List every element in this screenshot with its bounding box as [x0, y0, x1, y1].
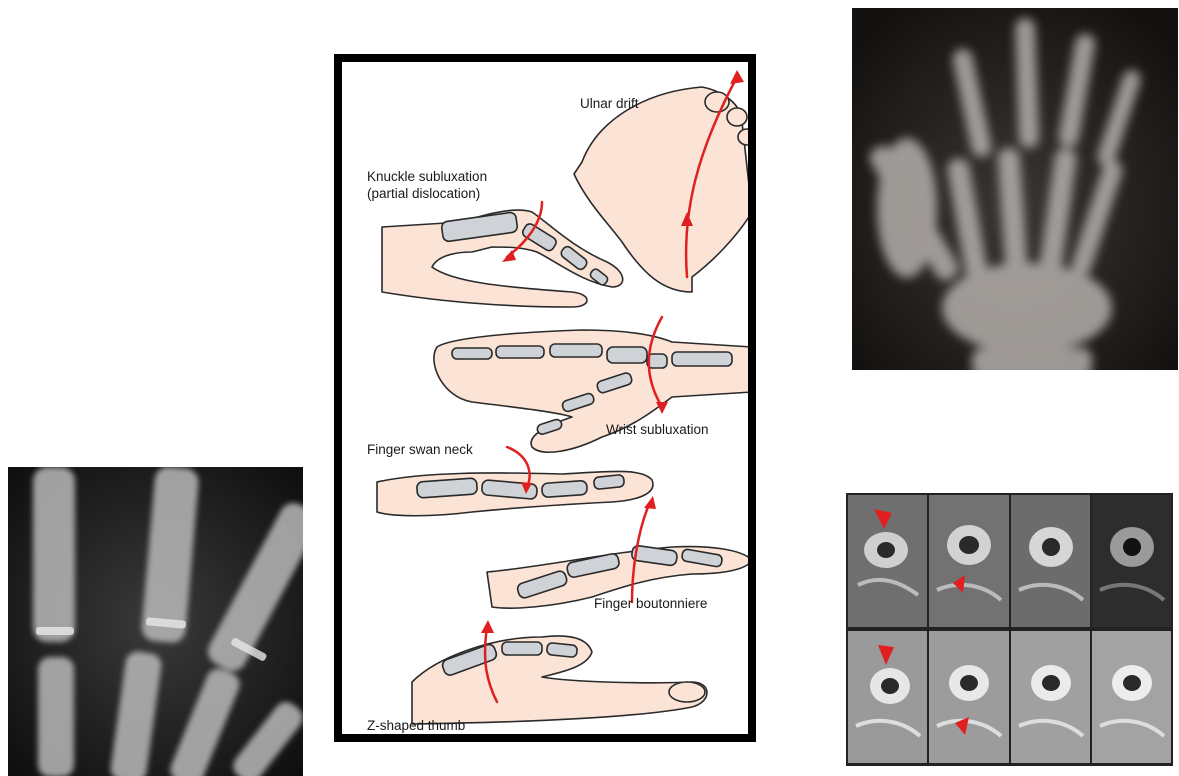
wrist-mri-slice-icon: [848, 495, 927, 627]
hand-xray-deformed-icon: [852, 8, 1178, 370]
wrist-mri-slice-icon: [929, 495, 1008, 627]
knuckle-subluxation-hand-icon: [382, 202, 623, 307]
mri-slice: [1092, 631, 1171, 765]
wrist-mri-slice-icon: [848, 631, 927, 763]
label-finger-swan-neck: Finger swan neck: [367, 442, 473, 457]
wrist-mri-slice-icon: [1011, 631, 1090, 763]
wrist-mri-slice-icon: [1011, 495, 1090, 627]
wrist-mri-slice-icon: [1092, 495, 1171, 627]
boutonniere-finger-icon: [487, 496, 748, 608]
label-knuckle-subluxation: Knuckle subluxation: [367, 169, 487, 184]
wrist-mri-slice-icon: [1092, 631, 1171, 763]
mri-slice: [848, 631, 927, 765]
mri-image-grid: [846, 493, 1173, 766]
mri-slice: [848, 495, 927, 629]
mri-slice: [1011, 631, 1090, 765]
z-shaped-thumb-icon: [412, 620, 707, 724]
left-xray-image: [8, 467, 303, 776]
mri-slice: [1011, 495, 1090, 629]
mri-slice: [929, 495, 1008, 629]
mri-slice: [929, 631, 1008, 765]
label-ulnar-drift: Ulnar drift: [580, 96, 639, 111]
label-z-shaped-thumb: Z-shaped thumb: [367, 718, 465, 733]
wrist-mri-slice-icon: [929, 631, 1008, 763]
label-finger-boutonniere: Finger boutonniere: [594, 596, 707, 611]
deformity-illustration: Ulnar drift Knuckle subluxation (partial…: [334, 54, 756, 742]
swan-neck-finger-icon: [377, 447, 653, 516]
label-partial-dislocation: (partial dislocation): [367, 186, 480, 201]
mri-slice: [1092, 495, 1171, 629]
right-xray-image: [852, 8, 1178, 370]
label-wrist-subluxation: Wrist subluxation: [606, 422, 709, 437]
hand-deformities-diagram: Ulnar drift Knuckle subluxation (partial…: [342, 62, 748, 734]
hand-xray-closeup-icon: [8, 467, 303, 776]
